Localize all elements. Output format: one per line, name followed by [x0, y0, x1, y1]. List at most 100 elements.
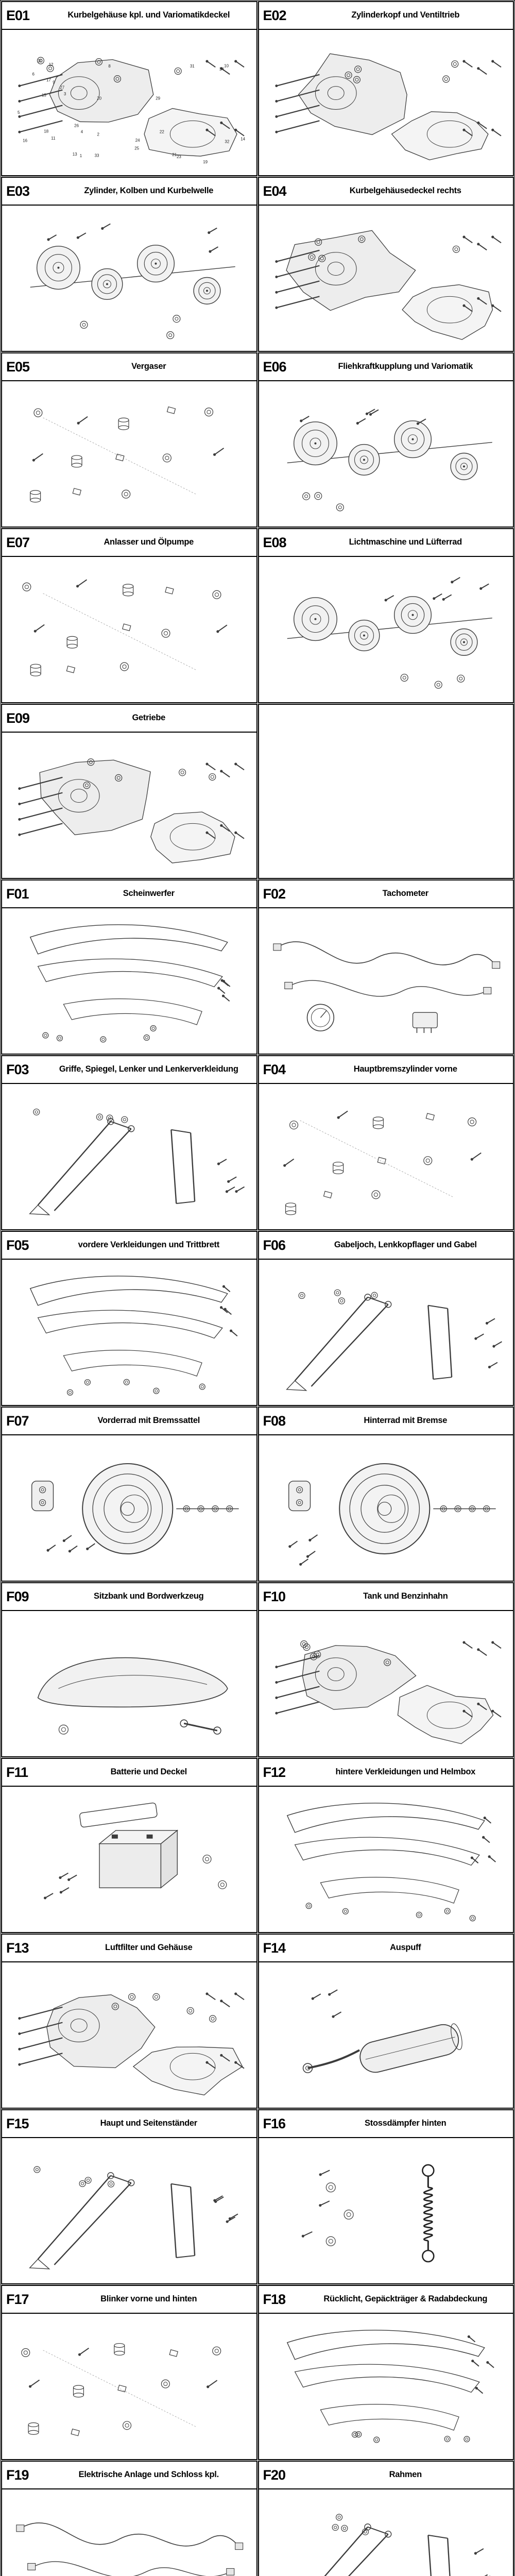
section-title: Stossdämpfer hinten	[365, 2119, 447, 2128]
catalog-cell-f06: F06 Gabeljoch, Lenkkopflager und Gabel	[258, 1231, 514, 1406]
section-title: Zylinder, Kolben und Kurbelwelle	[84, 186, 214, 196]
section-code: E09	[6, 710, 30, 726]
catalog-cell-e07: E07 Anlasser und Ölpumpe	[1, 528, 258, 703]
parts-diagram-f13	[2, 1962, 256, 2108]
section-title: Griffe, Spiegel, Lenker und Lenkerverkle…	[59, 1064, 238, 1074]
section-title: Anlasser und Ölpumpe	[104, 537, 194, 547]
parts-diagram-f08	[259, 1435, 513, 1581]
section-title: Rahmen	[389, 2470, 422, 2480]
parts-diagram-f05	[2, 1260, 256, 1405]
parts-diagram-f19	[2, 2489, 256, 2576]
catalog-cell-f05: F05 vordere Verkleidungen und Trittbrett	[1, 1231, 258, 1406]
catalog-cell-e09: E09 Getriebe	[1, 704, 258, 879]
cell-header: F10 Tank und Benzinhahn	[259, 1583, 513, 1611]
catalog-cell-f19: F19 Elektrische Anlage und Schloss kpl.	[1, 2461, 258, 2576]
parts-diagram-e08	[259, 557, 513, 702]
section-code: F14	[263, 1940, 286, 1956]
parts-diagram-f17	[2, 2314, 256, 2459]
section-title: Haupt und Seitenständer	[100, 2119, 198, 2128]
parts-diagram-f16	[259, 2138, 513, 2283]
section-title: Batterie und Deckel	[110, 1767, 187, 1777]
cell-header: F15 Haupt und Seitenständer	[2, 2110, 256, 2138]
section-code: F04	[263, 1061, 286, 1077]
svg-text:33: 33	[95, 153, 99, 158]
svg-text:5: 5	[18, 110, 20, 115]
svg-text:15: 15	[42, 93, 46, 97]
svg-text:21: 21	[172, 152, 177, 157]
catalog-cell-f11: F11 Batterie und Deckel	[1, 1758, 258, 1933]
catalog-cell-e03: E03 Zylinder, Kolben und Kurbelwelle	[1, 177, 258, 352]
cell-header: F11 Batterie und Deckel	[2, 1759, 256, 1787]
svg-text:3: 3	[64, 92, 66, 96]
catalog-cell-e04: E04 Kurbelgehäusedeckel rechts	[258, 177, 514, 352]
section-title: hintere Verkleidungen und Helmbox	[335, 1767, 476, 1777]
catalog-cell-e02: E02 Zylinderkopf und Ventiltrieb	[258, 1, 514, 176]
section-code: E01	[6, 7, 30, 23]
cell-header: F14 Auspuff	[259, 1935, 513, 1962]
section-code: F15	[6, 2115, 29, 2131]
section-code: F16	[263, 2115, 286, 2131]
parts-diagram-f04	[259, 1084, 513, 1229]
section-code: F03	[6, 1061, 29, 1077]
section-code: F05	[6, 1237, 29, 1253]
catalog-cell-empty	[258, 704, 514, 879]
parts-diagram-e07	[2, 557, 256, 702]
catalog-cell-f14: F14 Auspuff	[258, 1934, 514, 2109]
parts-diagram-f18	[259, 2314, 513, 2459]
catalog-cell-f16: F16 Stossdämpfer hinten	[258, 2109, 514, 2284]
section-code: E06	[263, 359, 287, 375]
cell-header: E01 Kurbelgehäuse kpl. und Variomatikdec…	[2, 2, 256, 30]
svg-text:30: 30	[38, 59, 43, 63]
parts-diagram-f12	[259, 1787, 513, 1932]
parts-diagram-e03	[2, 206, 256, 351]
section-title: Blinker vorne und hinten	[100, 2294, 197, 2304]
cell-header: F01 Scheinwerfer	[2, 880, 256, 908]
section-title: Vorderrad mit Bremssattel	[97, 1416, 200, 1426]
parts-diagram-f20	[259, 2489, 513, 2576]
cell-header: F20 Rahmen	[259, 2462, 513, 2489]
section-title: Auspuff	[390, 1943, 421, 1953]
catalog-cell-e08: E08 Lichtmaschine und Lüfterrad	[258, 528, 514, 703]
svg-text:13: 13	[73, 152, 77, 157]
parts-diagram-f14	[259, 1962, 513, 2108]
svg-text:22: 22	[160, 130, 164, 134]
parts-diagram-e09	[2, 733, 256, 878]
svg-text:2: 2	[97, 132, 99, 137]
catalog-cell-f02: F02 Tachometer	[258, 879, 514, 1055]
cell-header: F06 Gabeljoch, Lenkkopflager und Gabel	[259, 1232, 513, 1260]
section-title: Tachometer	[382, 889, 429, 899]
cell-header: E05 Vergaser	[2, 353, 256, 381]
catalog-cell-f12: F12 hintere Verkleidungen und Helmbox	[258, 1758, 514, 1933]
section-code: E07	[6, 534, 30, 550]
svg-text:12: 12	[49, 62, 54, 67]
cell-header: E02 Zylinderkopf und Ventiltrieb	[259, 2, 513, 30]
parts-diagram-f11	[2, 1787, 256, 1932]
section-code: E08	[263, 534, 287, 550]
svg-text:4: 4	[81, 130, 83, 134]
section-code: F12	[263, 1764, 286, 1780]
section-title: Fliehkraftkupplung und Variomatik	[338, 362, 473, 371]
catalog-cell-f17: F17 Blinker vorne und hinten	[1, 2285, 258, 2460]
cell-header: E06 Fliehkraftkupplung und Variomatik	[259, 353, 513, 381]
section-title: Kurbelgehäuse kpl. und Variomatikdeckel	[67, 10, 230, 20]
catalog-cell-f13: F13 Luftfilter und Gehäuse	[1, 1934, 258, 2109]
section-code: F09	[6, 1588, 29, 1604]
section-title: Rücklicht, Gepäckträger & Radabdeckung	[323, 2294, 488, 2304]
cell-header: F02 Tachometer	[259, 880, 513, 908]
section-code: F01	[6, 886, 29, 902]
section-code: F19	[6, 2467, 29, 2483]
cell-header: F05 vordere Verkleidungen und Trittbrett	[2, 1232, 256, 1260]
parts-diagram-empty	[259, 705, 513, 878]
catalog-cell-f01: F01 Scheinwerfer	[1, 879, 258, 1055]
section-title: Getriebe	[132, 713, 166, 723]
section-code: E04	[263, 183, 287, 199]
section-code: F06	[263, 1237, 286, 1253]
cell-header: F19 Elektrische Anlage und Schloss kpl.	[2, 2462, 256, 2489]
svg-text:34: 34	[219, 67, 224, 72]
cell-header: F09 Sitzbank und Bordwerkzeug	[2, 1583, 256, 1611]
section-title: Vergaser	[131, 362, 166, 371]
svg-text:14: 14	[241, 137, 245, 142]
section-code: F17	[6, 2291, 29, 2307]
section-title: Kurbelgehäusedeckel rechts	[349, 186, 461, 196]
